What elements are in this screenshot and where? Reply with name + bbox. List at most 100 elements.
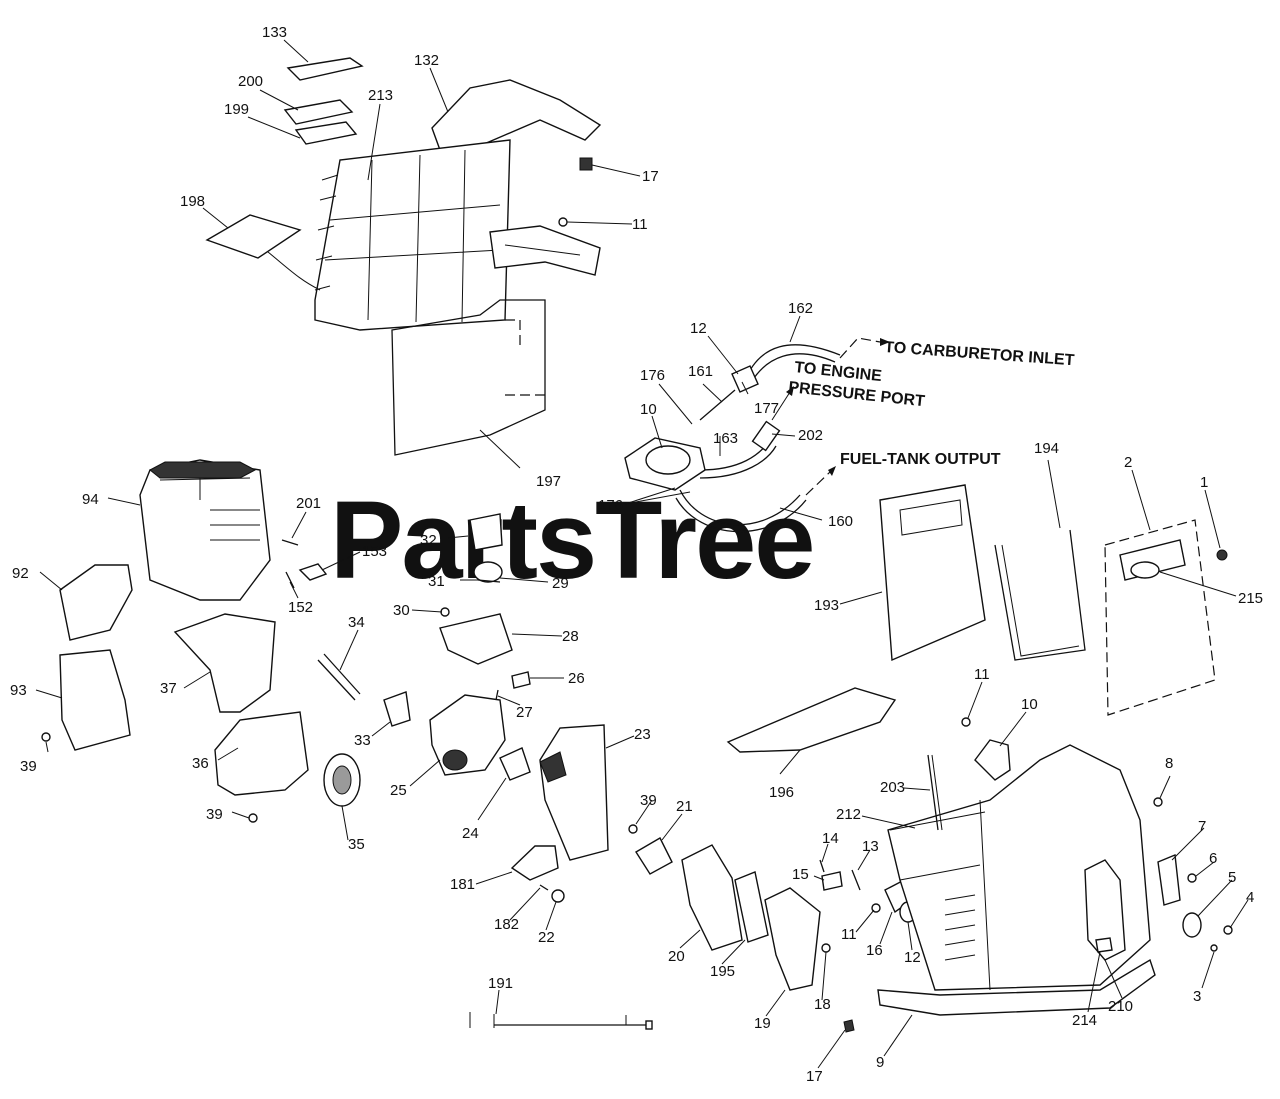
part-93-shape[interactable] [59,649,131,751]
callout-215[interactable]: 215 [1238,590,1263,607]
part-199-shape[interactable] [294,121,358,145]
part-39-left-shape[interactable] [41,732,51,742]
callout-3[interactable]: 3 [1193,988,1201,1005]
callout-200[interactable]: 200 [238,73,263,90]
callout-39-left[interactable]: 39 [20,758,37,775]
part-5-shape[interactable] [1182,912,1202,938]
part-18-shape[interactable] [821,943,831,953]
part-194-shape[interactable] [994,529,1086,661]
part-152-shape[interactable] [285,571,295,589]
part-25-shape[interactable] [429,694,506,776]
part-161-hose[interactable] [699,389,736,421]
callout-17-top[interactable]: 17 [642,168,659,185]
callout-194[interactable]: 194 [1034,440,1059,457]
part-30-shape[interactable] [440,607,450,617]
part-28-shape[interactable] [439,613,513,665]
part-7-shape[interactable] [1157,853,1181,906]
callout-29[interactable]: 29 [552,575,569,592]
callout-181[interactable]: 181 [450,876,475,893]
part-210-shape[interactable] [1084,859,1126,961]
part-182-shape[interactable] [539,884,549,891]
part-12-top-shape[interactable] [731,365,759,393]
part-196-shape[interactable] [726,687,897,753]
part-39-bottom-shape[interactable] [248,813,258,823]
callout-212[interactable]: 212 [836,806,861,823]
callout-34[interactable]: 34 [348,614,365,631]
callout-94[interactable]: 94 [82,491,99,508]
callout-22[interactable]: 22 [538,929,555,946]
part-19-shape[interactable] [764,887,821,991]
part-33-shape[interactable] [383,691,411,727]
callout-193[interactable]: 193 [814,597,839,614]
part-9-shape[interactable] [877,958,1156,1016]
callout-39-bottom[interactable]: 39 [206,806,223,823]
callout-162[interactable]: 162 [788,300,813,317]
callout-25[interactable]: 25 [390,782,407,799]
callout-210[interactable]: 210 [1108,998,1133,1015]
part-1-shape[interactable] [1216,549,1228,561]
callout-10-top[interactable]: 10 [640,401,657,418]
callout-6[interactable]: 6 [1209,850,1217,867]
callout-16[interactable]: 16 [866,942,883,959]
callout-20[interactable]: 20 [668,948,685,965]
part-3-shape[interactable] [1210,944,1218,952]
part-213-shape[interactable] [314,139,511,331]
part-11-mid-shape[interactable] [961,717,971,727]
callout-11-bottom[interactable]: 11 [841,926,857,943]
part-17-bottom-shape[interactable] [843,1019,855,1033]
part-8-shape[interactable] [1153,797,1163,807]
callout-213[interactable]: 213 [368,87,393,104]
callout-199[interactable]: 199 [224,101,249,118]
part-153-shape[interactable] [298,563,328,581]
part-29-shape[interactable] [473,561,503,583]
part-39-mid-shape[interactable] [628,824,638,834]
callout-163[interactable]: 163 [713,430,738,447]
callout-37[interactable]: 37 [160,680,177,697]
callout-176-mid[interactable]: 176 [598,497,623,514]
part-24-shape[interactable] [499,747,531,781]
part-27-shape[interactable] [495,689,499,701]
part-197-shape[interactable] [391,299,546,456]
callout-182[interactable]: 182 [494,916,519,933]
part-92-shape[interactable] [59,564,133,641]
callout-152[interactable]: 152 [288,599,313,616]
callout-28[interactable]: 28 [562,628,579,645]
part-32-shape[interactable] [469,513,503,551]
callout-23[interactable]: 23 [634,726,651,743]
part-193-shape[interactable] [879,484,986,662]
part-13-shape[interactable] [851,869,861,891]
part-132-shape[interactable] [431,79,602,151]
callout-132[interactable]: 132 [414,52,439,69]
callout-10-bottom[interactable]: 10 [1021,696,1038,713]
part-2-shape[interactable] [1104,519,1216,716]
callout-15[interactable]: 15 [792,866,809,883]
callout-214[interactable]: 214 [1072,1012,1097,1029]
callout-133[interactable]: 133 [262,24,287,41]
callout-30[interactable]: 30 [393,602,410,619]
part-15-shape[interactable] [821,871,843,891]
callout-11-top[interactable]: 11 [632,216,648,233]
callout-8[interactable]: 8 [1165,755,1173,772]
part-198-shape[interactable] [205,214,302,259]
callout-36[interactable]: 36 [192,755,209,772]
part-31-shape[interactable] [477,579,501,583]
callout-196[interactable]: 196 [769,784,794,801]
callout-7[interactable]: 7 [1198,818,1206,835]
part-26-shape[interactable] [511,671,531,689]
part-11-top-shape[interactable] [558,217,568,227]
callout-13[interactable]: 13 [862,838,879,855]
part-36-shape[interactable] [214,711,309,796]
part-6-shape[interactable] [1187,873,1197,883]
part-195-shape[interactable] [734,871,769,943]
part-20-shape[interactable] [681,844,743,951]
callout-177[interactable]: 177 [754,400,779,417]
callout-31[interactable]: 31 [428,573,445,590]
part-160-hose[interactable] [679,489,801,526]
part-23-shape[interactable] [539,724,609,861]
callout-198[interactable]: 198 [180,193,205,210]
callout-33[interactable]: 33 [354,732,371,749]
part-215-shape[interactable] [1130,561,1160,579]
callout-4[interactable]: 4 [1246,889,1254,906]
part-201-shape[interactable] [281,539,299,546]
callout-5[interactable]: 5 [1228,869,1236,886]
